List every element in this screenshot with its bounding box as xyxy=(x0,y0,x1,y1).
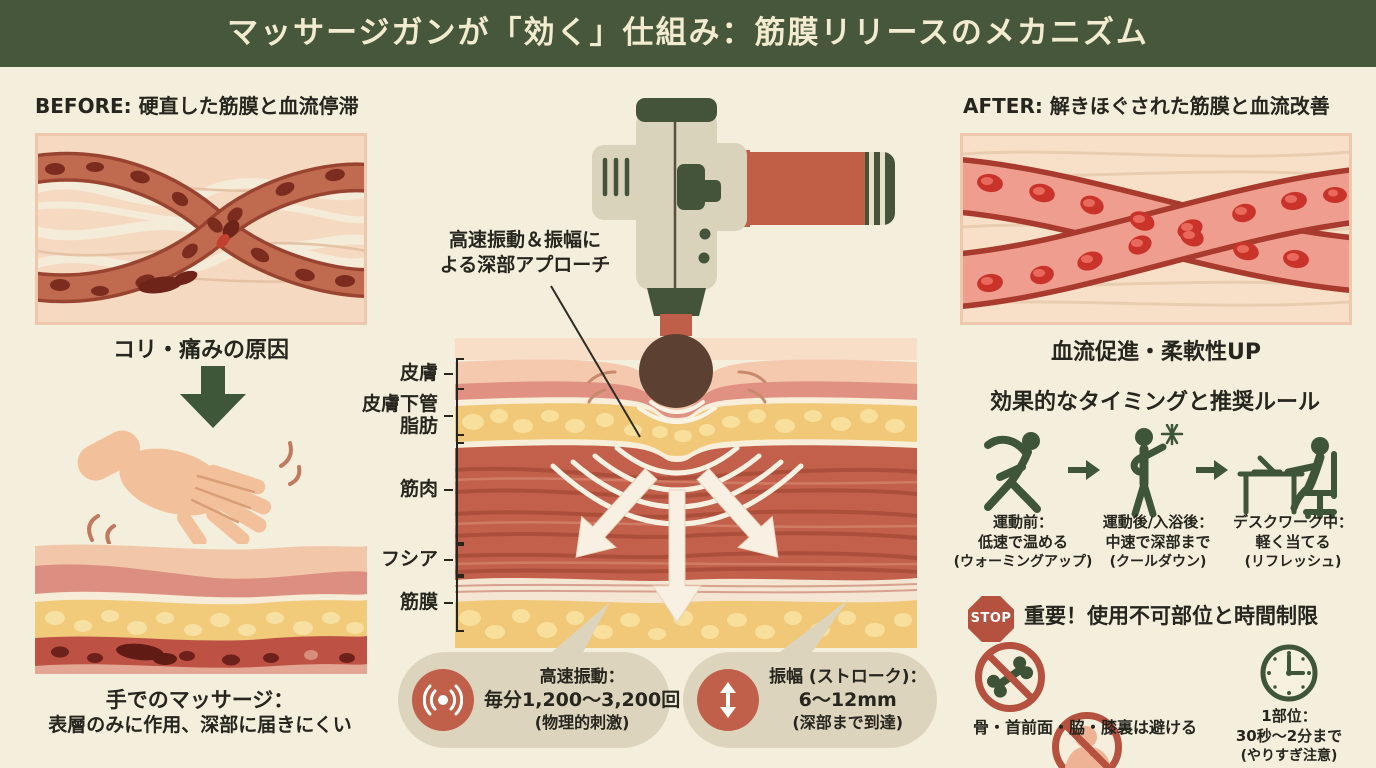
no-bone-icon xyxy=(975,642,1045,712)
cause-label: コリ・痛みの原因 xyxy=(112,338,289,363)
vibration-line2: 毎分1,200〜3,200回 xyxy=(484,689,681,712)
benefit-label: 血流促進・柔軟性UP xyxy=(1051,340,1261,365)
clock-icon xyxy=(1260,644,1318,702)
hand-caption-line2: 表層のみに作用、深部に届きにくい xyxy=(48,714,352,736)
down-arrow-icon xyxy=(180,366,246,428)
approach-line2: よる深部アプローチ xyxy=(439,253,611,276)
timing-deskwork: デスクワーク中： 軽く当てる (リフレッシュ) xyxy=(1232,513,1353,570)
page-title: マッサージガンが「効く」仕組み：筋膜リリースのメカニズム xyxy=(227,15,1149,51)
massage-gun-illustration xyxy=(592,98,895,408)
time-limit-text: 1部位： 30秒〜2分まで (やりすぎ注意) xyxy=(1235,707,1343,764)
stroke-line3: (深部まで到達) xyxy=(792,712,904,732)
timing-heading: 効果的なタイミングと推奨ルール xyxy=(989,390,1320,415)
before-heading: BEFORE: 硬直した筋膜と血流停滞 xyxy=(35,94,359,118)
after-tissue-illustration xyxy=(960,133,1352,325)
stop-sign-icon: STOP xyxy=(968,596,1014,642)
vibration-bubble: 高速振動： 毎分1,200〜3,200回 (物理的刺激) xyxy=(398,652,680,748)
cooldown-person-icon xyxy=(1130,424,1184,518)
no-neck-icon xyxy=(1052,712,1122,768)
layer-label-subcutaneous-fat: 皮膚下管脂肪 xyxy=(362,388,464,444)
layer-label-muscle: 筋肉 xyxy=(400,434,464,546)
after-heading: AFTER: 解きほぐされた筋膜と血流改善 xyxy=(963,94,1330,118)
timing-after-exercise: 運動後/入浴後： 中速で深部まで (クールダウン) xyxy=(1102,513,1214,570)
stretch-person-icon xyxy=(984,432,1041,513)
flow-arrow-icon xyxy=(1196,460,1228,480)
flow-arrow-icon xyxy=(1068,460,1100,480)
avoid-areas-text: 骨・首前面・脇・膝裏は避ける xyxy=(972,718,1197,737)
vibration-icon xyxy=(412,669,474,731)
layer-label-skin: 皮膚 xyxy=(400,358,464,390)
hand-caption-line1: 手でのマッサージ： xyxy=(105,688,295,712)
stroke-bubble: 振幅 (ストローク)： 6〜12mm (深部まで到達) xyxy=(683,652,937,748)
title-bar: マッサージガンが「効く」仕組み：筋膜リリースのメカニズム xyxy=(0,0,1376,67)
skin-cross-section-illustration xyxy=(455,338,917,648)
snowflake-icon xyxy=(1160,424,1184,446)
warning-heading: 重要！使用不可部位と時間制限 xyxy=(1024,604,1318,628)
stroke-amplitude-icon xyxy=(697,669,759,731)
layer-label-fascia: 筋膜 xyxy=(400,574,464,632)
stroke-line1: 振幅 (ストローク)： xyxy=(769,667,927,688)
approach-label: 高速振動＆振幅に よる深部アプローチ xyxy=(405,228,645,277)
hand-massage-illustration xyxy=(77,430,302,544)
timing-before-exercise: 運動前： 低速で温める (ウォーミングアップ) xyxy=(953,513,1093,570)
vibration-line3: (物理的刺激) xyxy=(534,712,630,732)
before-tissue-illustration xyxy=(35,133,367,325)
stroke-line2: 6〜12mm xyxy=(798,689,897,712)
vibration-line1: 高速振動： xyxy=(539,667,625,688)
layer-label-fascia-k: フシア xyxy=(381,542,464,578)
hand-skin-layers-illustration xyxy=(35,544,367,674)
approach-line1: 高速振動＆振幅に xyxy=(448,229,601,251)
desk-worker-icon xyxy=(1237,437,1337,519)
